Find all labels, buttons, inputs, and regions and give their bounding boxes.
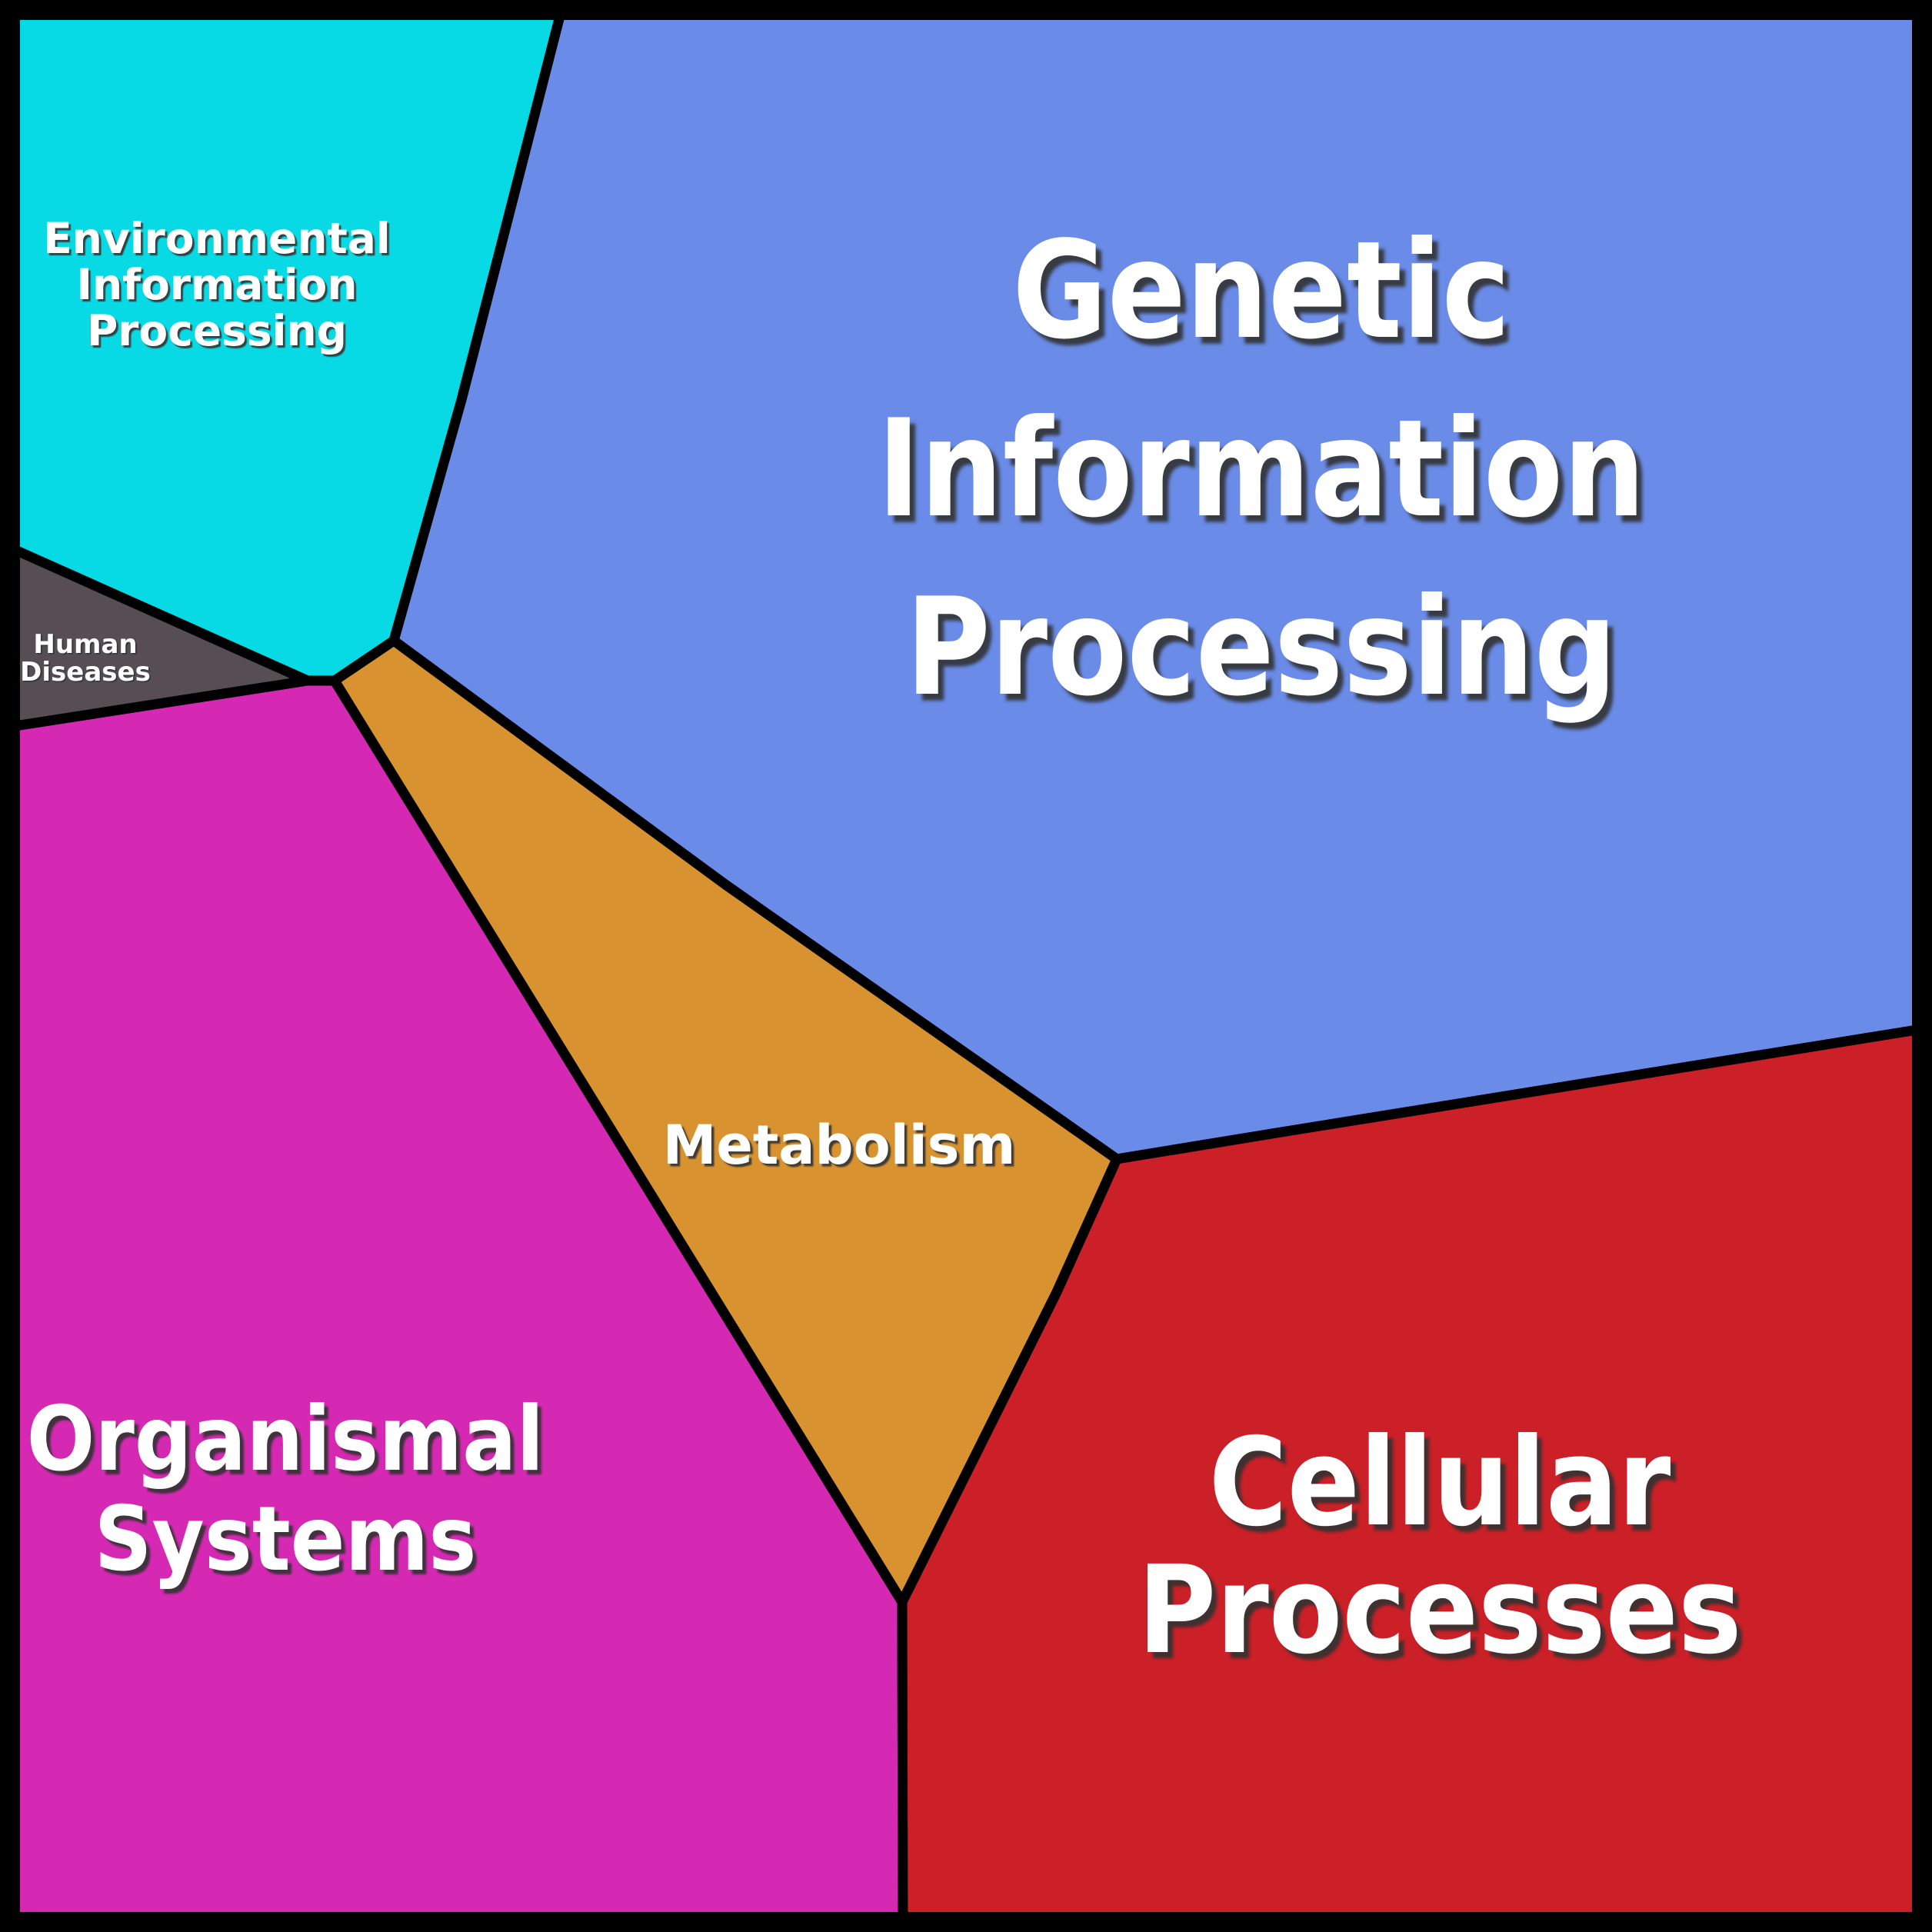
label-line: Systems bbox=[94, 1487, 477, 1591]
label-line: Environmental bbox=[43, 214, 391, 263]
label-line: Human bbox=[33, 629, 138, 660]
label-line: Diseases bbox=[20, 657, 151, 688]
label-line: Cellular bbox=[1208, 1412, 1671, 1554]
label-environmental-information-processing: Environmental Information Processing bbox=[43, 215, 391, 354]
label-line: Processes bbox=[1138, 1540, 1742, 1681]
label-genetic-information-processing: Genetic Information Processing bbox=[878, 202, 1646, 738]
label-human-diseases: Human Diseases bbox=[20, 631, 151, 686]
label-line: Processing bbox=[87, 306, 347, 355]
label-line: Processing bbox=[905, 570, 1617, 726]
label-line: Information bbox=[76, 260, 358, 309]
label-metabolism: Metabolism bbox=[663, 1118, 1016, 1172]
label-organismal-systems: Organismal Systems bbox=[27, 1390, 545, 1590]
label-line: Information bbox=[877, 391, 1646, 548]
label-line: Organismal bbox=[26, 1387, 545, 1491]
label-line: Metabolism bbox=[662, 1114, 1016, 1177]
label-cellular-processes: Cellular Processes bbox=[1138, 1419, 1741, 1674]
label-line: Genetic bbox=[1012, 213, 1511, 369]
